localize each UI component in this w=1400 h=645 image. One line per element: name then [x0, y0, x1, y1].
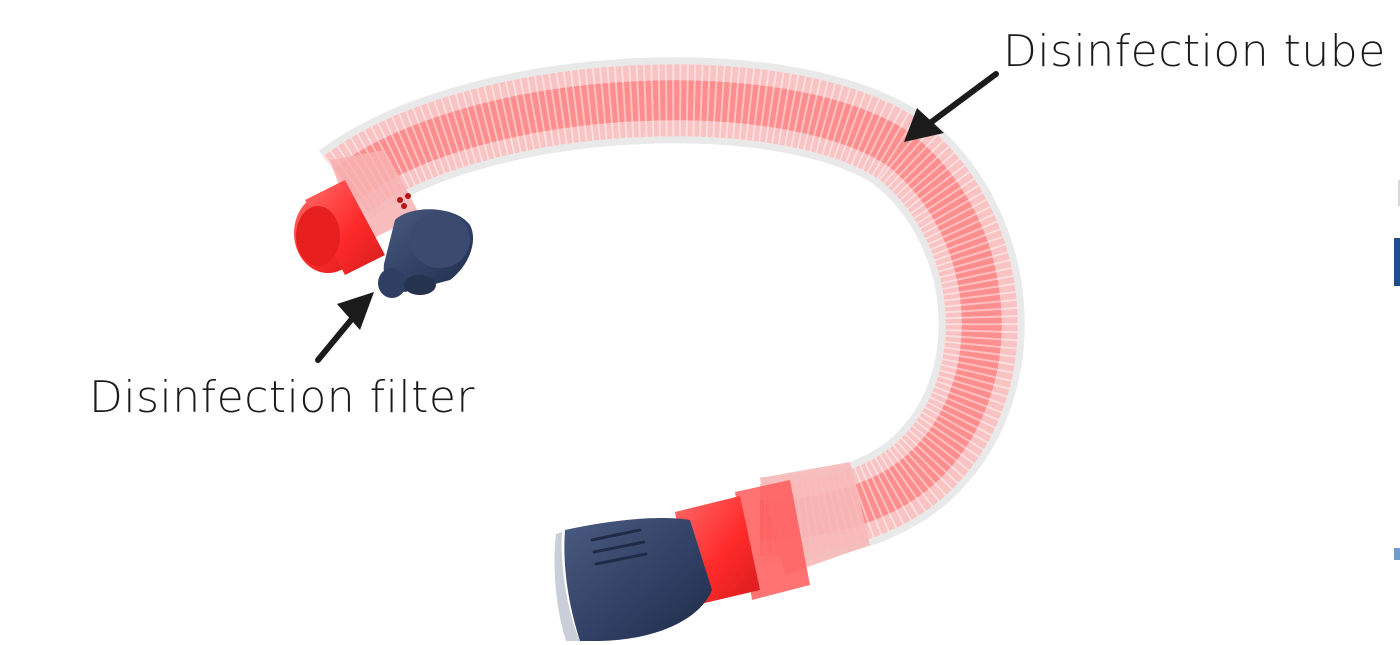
- filter-arrow: [315, 292, 374, 363]
- edge-fragment-gray: [1398, 180, 1400, 206]
- filter-cap-icon: [378, 209, 474, 298]
- device-connector-icon: [554, 518, 712, 641]
- tube-right-end: [675, 462, 870, 606]
- edge-fragment-light-blue: [1394, 548, 1400, 560]
- edge-fragment-dark-blue: [1394, 238, 1400, 286]
- tube-arrow: [904, 71, 999, 142]
- tube-left-cuff: [294, 150, 420, 275]
- corrugated-tube-icon: [319, 57, 1025, 563]
- label-disinfection-filter: Disinfection filter: [89, 372, 476, 423]
- label-disinfection-tube: Disinfection tube: [1003, 26, 1386, 77]
